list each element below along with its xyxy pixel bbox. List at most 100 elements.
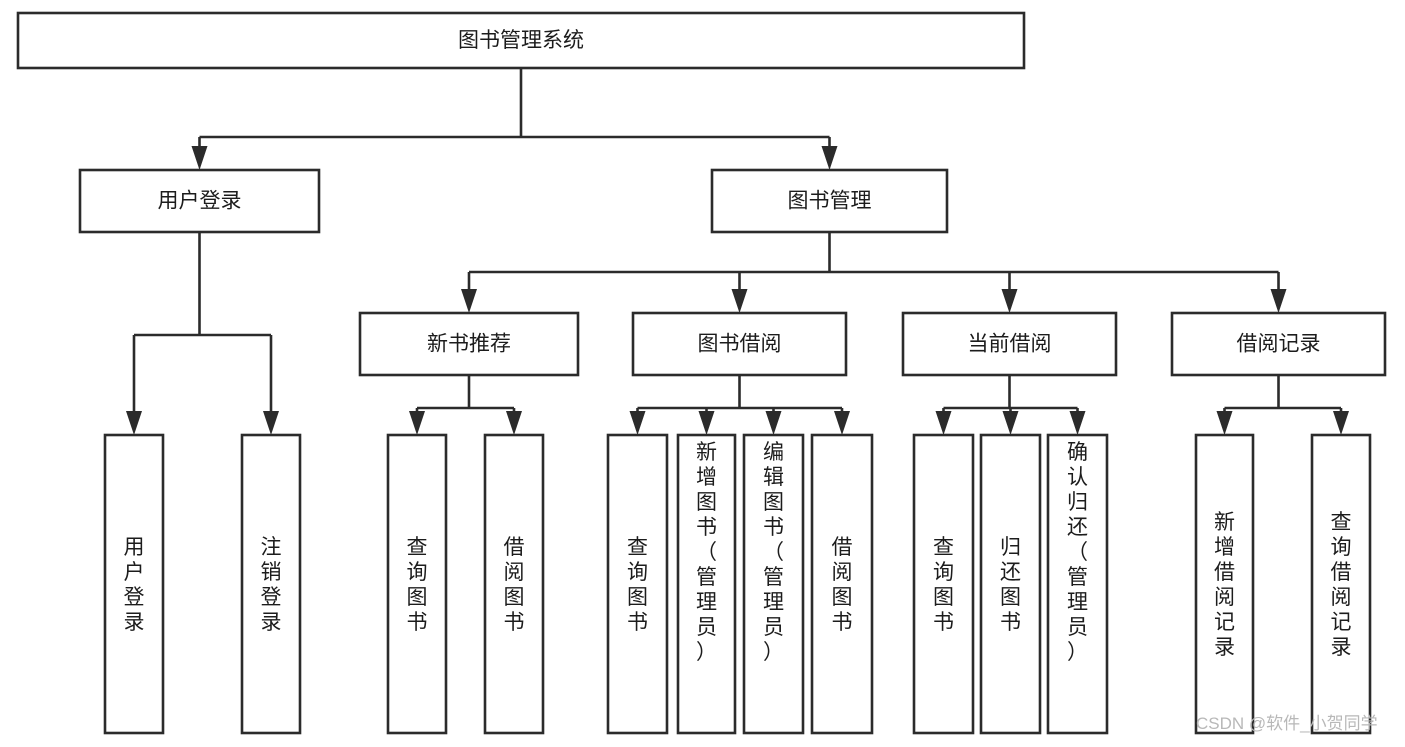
- arrow-head-icon: [1069, 411, 1086, 435]
- node-label-char: 登: [261, 586, 282, 609]
- node-label-char: 管: [763, 566, 784, 589]
- node-label-char: 理: [696, 591, 717, 614]
- node-box: [676, 433, 737, 735]
- node-root[interactable]: 图书管理系统: [16, 11, 1026, 70]
- node-newbook[interactable]: 新书推荐: [358, 311, 580, 377]
- node-box: [901, 311, 1118, 377]
- node-current[interactable]: 当前借阅: [901, 311, 1118, 377]
- node-label-char: 询: [407, 561, 428, 584]
- node-box: [483, 433, 545, 735]
- node-label-char: 登: [124, 586, 145, 609]
- node-label-char: 查: [407, 536, 428, 559]
- node-box: [78, 168, 321, 234]
- node-box: [912, 433, 975, 735]
- node-label-char: 书: [1000, 611, 1021, 634]
- node-label-char: 借: [832, 536, 853, 559]
- node-label-char: ）: [696, 641, 717, 664]
- node-label: 图书借阅: [698, 333, 782, 356]
- node-label-char: （: [696, 541, 717, 564]
- node-label-char: 询: [627, 561, 648, 584]
- node-label-char: 图: [832, 586, 853, 609]
- node-box: [710, 168, 949, 234]
- node-label: 图书管理系统: [458, 29, 584, 52]
- node-label-char: 记: [1331, 611, 1352, 634]
- node-label-char: 录: [1214, 636, 1235, 659]
- node-label-char: 图: [763, 491, 784, 514]
- arrow-head-icon: [461, 289, 477, 313]
- node-box: [103, 433, 165, 735]
- node-label-char: 认: [1067, 466, 1088, 489]
- node-label: 新书推荐: [427, 333, 511, 356]
- node-label-char: 户: [124, 561, 145, 584]
- node-label-char: 书: [627, 611, 648, 634]
- node-label-char: 用: [124, 536, 145, 559]
- node-records[interactable]: 借阅记录: [1170, 311, 1387, 377]
- node-label-char: 书: [832, 611, 853, 634]
- node-box: [240, 433, 302, 735]
- node-label-char: 还: [1067, 516, 1088, 539]
- node-label-char: 查: [933, 536, 954, 559]
- node-leaf-user-login[interactable]: 用户登录: [103, 433, 165, 735]
- node-label-char: 图: [627, 586, 648, 609]
- node-label-char: 查: [1331, 511, 1352, 534]
- node-label-char: 查: [627, 536, 648, 559]
- node-label-char: （: [1067, 541, 1088, 564]
- node-label-char: 借: [504, 536, 525, 559]
- arrow-head-icon: [506, 411, 522, 435]
- node-label-char: 借: [1214, 561, 1235, 584]
- node-label-char: 阅: [1214, 586, 1235, 609]
- node-label-char: 注: [261, 536, 282, 559]
- node-label-char: 理: [763, 591, 784, 614]
- node-label-char: 书: [763, 516, 784, 539]
- arrow-head-icon: [1270, 289, 1287, 313]
- arrow-head-icon: [409, 411, 425, 435]
- node-label-char: 询: [933, 561, 954, 584]
- node-box: [606, 433, 669, 735]
- node-label-char: 录: [1331, 636, 1352, 659]
- node-box: [386, 433, 448, 735]
- node-layer: 图书管理系统用户登录图书管理新书推荐图书借阅当前借阅借阅记录用户登录注销登录查询…: [16, 11, 1387, 735]
- node-box: [1046, 433, 1109, 735]
- node-label-char: 员: [763, 616, 784, 639]
- node-box: [1170, 311, 1387, 377]
- node-label: 图书管理: [788, 190, 872, 213]
- node-box: [631, 311, 848, 377]
- node-label-char: 书: [407, 611, 428, 634]
- node-bookmgmt[interactable]: 图书管理: [710, 168, 949, 234]
- arrow-head-icon: [731, 289, 748, 313]
- node-label-char: 图: [696, 491, 717, 514]
- arrow-head-icon: [1001, 289, 1018, 313]
- node-label-char: ）: [763, 641, 784, 664]
- arrow-head-icon: [765, 411, 782, 435]
- node-label-char: 员: [696, 616, 717, 639]
- node-login[interactable]: 用户登录: [78, 168, 321, 234]
- node-label-char: （: [763, 541, 784, 564]
- node-label-char: 书: [933, 611, 954, 634]
- node-box: [1310, 433, 1372, 735]
- node-label-char: 图: [1000, 586, 1021, 609]
- node-label-char: 销: [261, 561, 282, 584]
- node-label-char: 理: [1067, 591, 1088, 614]
- node-borrow[interactable]: 图书借阅: [631, 311, 848, 377]
- node-label-char: 书: [696, 516, 717, 539]
- node-label-char: 图: [504, 586, 525, 609]
- node-label-char: 新: [696, 441, 717, 464]
- arrow-head-icon: [935, 411, 952, 435]
- node-label-char: 询: [1331, 536, 1352, 559]
- node-label-char: 确: [1067, 441, 1088, 464]
- node-label: 当前借阅: [968, 333, 1052, 356]
- node-label-char: 图: [933, 586, 954, 609]
- arrow-head-icon: [1216, 411, 1233, 435]
